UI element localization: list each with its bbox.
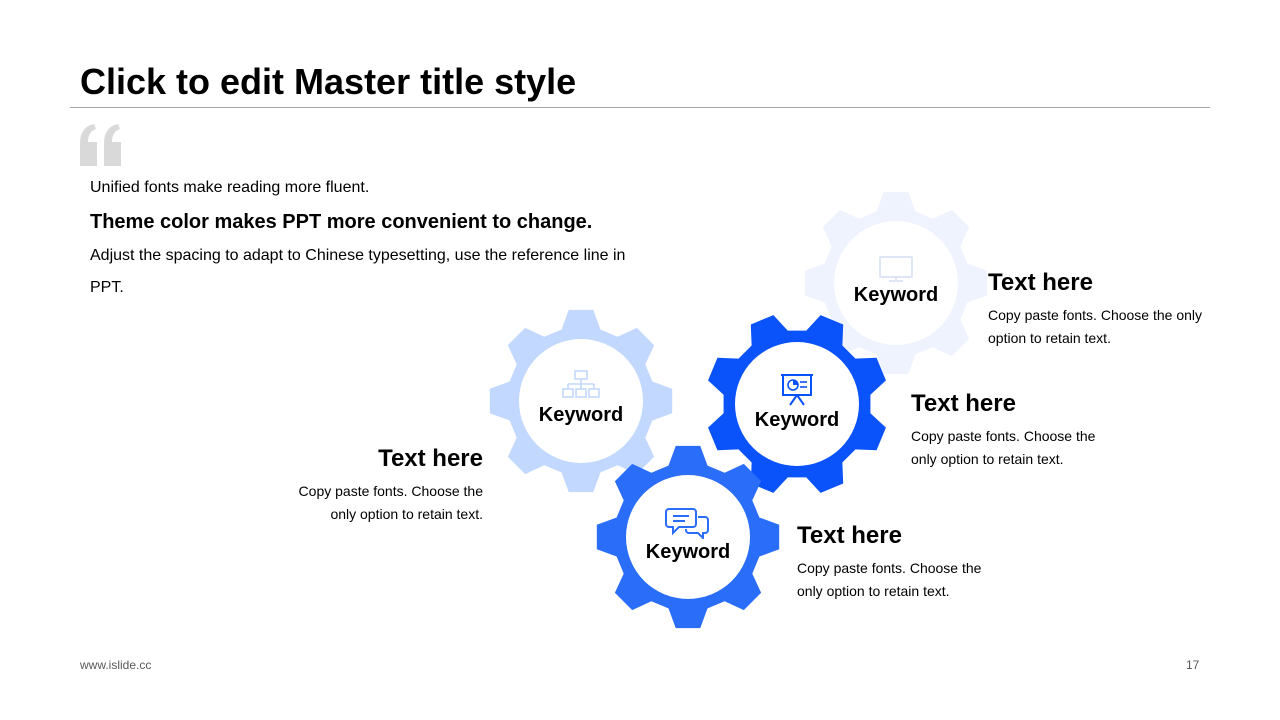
text-block-body[interactable]: Copy paste fonts. Choose the only option… bbox=[911, 428, 1096, 467]
intro-line-3[interactable]: Adjust the spacing to adapt to Chinese t… bbox=[90, 247, 626, 296]
gear-center-disc bbox=[735, 342, 859, 466]
gear-bottom[interactable]: Keyword bbox=[588, 437, 788, 637]
monitor-icon bbox=[879, 256, 913, 282]
intro-text: Unified fonts make reading more fluent. … bbox=[90, 176, 630, 304]
gear-left[interactable]: Keyword bbox=[481, 301, 681, 501]
page-number: 17 bbox=[1186, 658, 1200, 672]
text-block-center-right: Text here Copy paste fonts. Choose the o… bbox=[911, 389, 1121, 471]
gear-label: Keyword bbox=[754, 409, 840, 431]
text-block-bottom-right: Text here Copy paste fonts. Choose the o… bbox=[797, 521, 1007, 603]
text-block-body[interactable]: Copy paste fonts. Choose the only option… bbox=[988, 307, 1203, 346]
text-block-title[interactable]: Text here bbox=[378, 445, 483, 472]
gear-center-disc bbox=[626, 475, 750, 599]
gear-center[interactable]: Keyword bbox=[697, 304, 897, 504]
text-block-title[interactable]: Text here bbox=[988, 269, 1093, 296]
gear-shape bbox=[596, 445, 780, 629]
gear-top-right[interactable]: Keyword bbox=[796, 183, 996, 383]
title-divider bbox=[70, 107, 1210, 108]
quote-mark-icon bbox=[80, 124, 121, 166]
intro-line-2[interactable]: Theme color makes PPT more convenient to… bbox=[90, 211, 593, 233]
text-block-title[interactable]: Text here bbox=[797, 522, 902, 549]
presentation-board-icon bbox=[781, 374, 813, 406]
text-block-top-right: Text here Copy paste fonts. Choose the o… bbox=[988, 268, 1208, 350]
gear-label: Keyword bbox=[853, 284, 939, 306]
text-block-body[interactable]: Copy paste fonts. Choose the only option… bbox=[797, 560, 982, 599]
gear-center-disc bbox=[834, 221, 958, 345]
gear-shape bbox=[804, 191, 988, 375]
chat-bubbles-icon bbox=[665, 508, 709, 539]
footer-url: www.islide.cc bbox=[80, 658, 152, 672]
slide-title[interactable]: Click to edit Master title style bbox=[80, 61, 577, 102]
text-block-left: Text here Copy paste fonts. Choose the o… bbox=[273, 444, 483, 526]
intro-line-1[interactable]: Unified fonts make reading more fluent. bbox=[90, 179, 370, 196]
gear-label: Keyword bbox=[645, 541, 731, 563]
text-block-title[interactable]: Text here bbox=[911, 390, 1016, 417]
org-chart-icon bbox=[562, 370, 600, 398]
gear-shape bbox=[489, 309, 673, 493]
gear-center-disc bbox=[519, 339, 643, 463]
text-block-body[interactable]: Copy paste fonts. Choose the only option… bbox=[298, 483, 483, 522]
gear-shape bbox=[708, 315, 886, 493]
gear-label: Keyword bbox=[538, 404, 624, 426]
